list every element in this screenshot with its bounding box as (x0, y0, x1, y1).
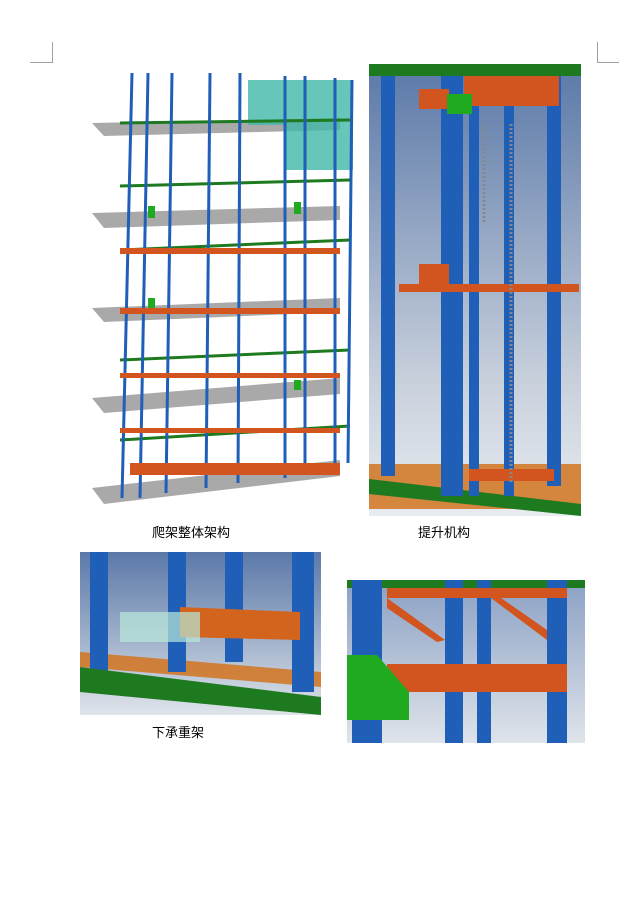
figure-caption-overall-frame: 爬架整体架构 (152, 526, 231, 541)
figure-lifting-mechanism-image (369, 64, 581, 516)
crop-mark-left-v (52, 42, 53, 63)
figure-caption-lower-bearing-frame: 下承重架 (152, 726, 205, 741)
crop-mark-left-h (30, 62, 52, 63)
figure-lower-bearing-frame-image (80, 552, 321, 715)
figure-overall-frame-image (90, 68, 356, 513)
figure-bracket-detail-image (347, 580, 585, 743)
figure-caption-lifting-mechanism: 提升机构 (418, 526, 471, 541)
crop-mark-right-h (597, 62, 619, 63)
crop-mark-right-v (597, 42, 598, 63)
